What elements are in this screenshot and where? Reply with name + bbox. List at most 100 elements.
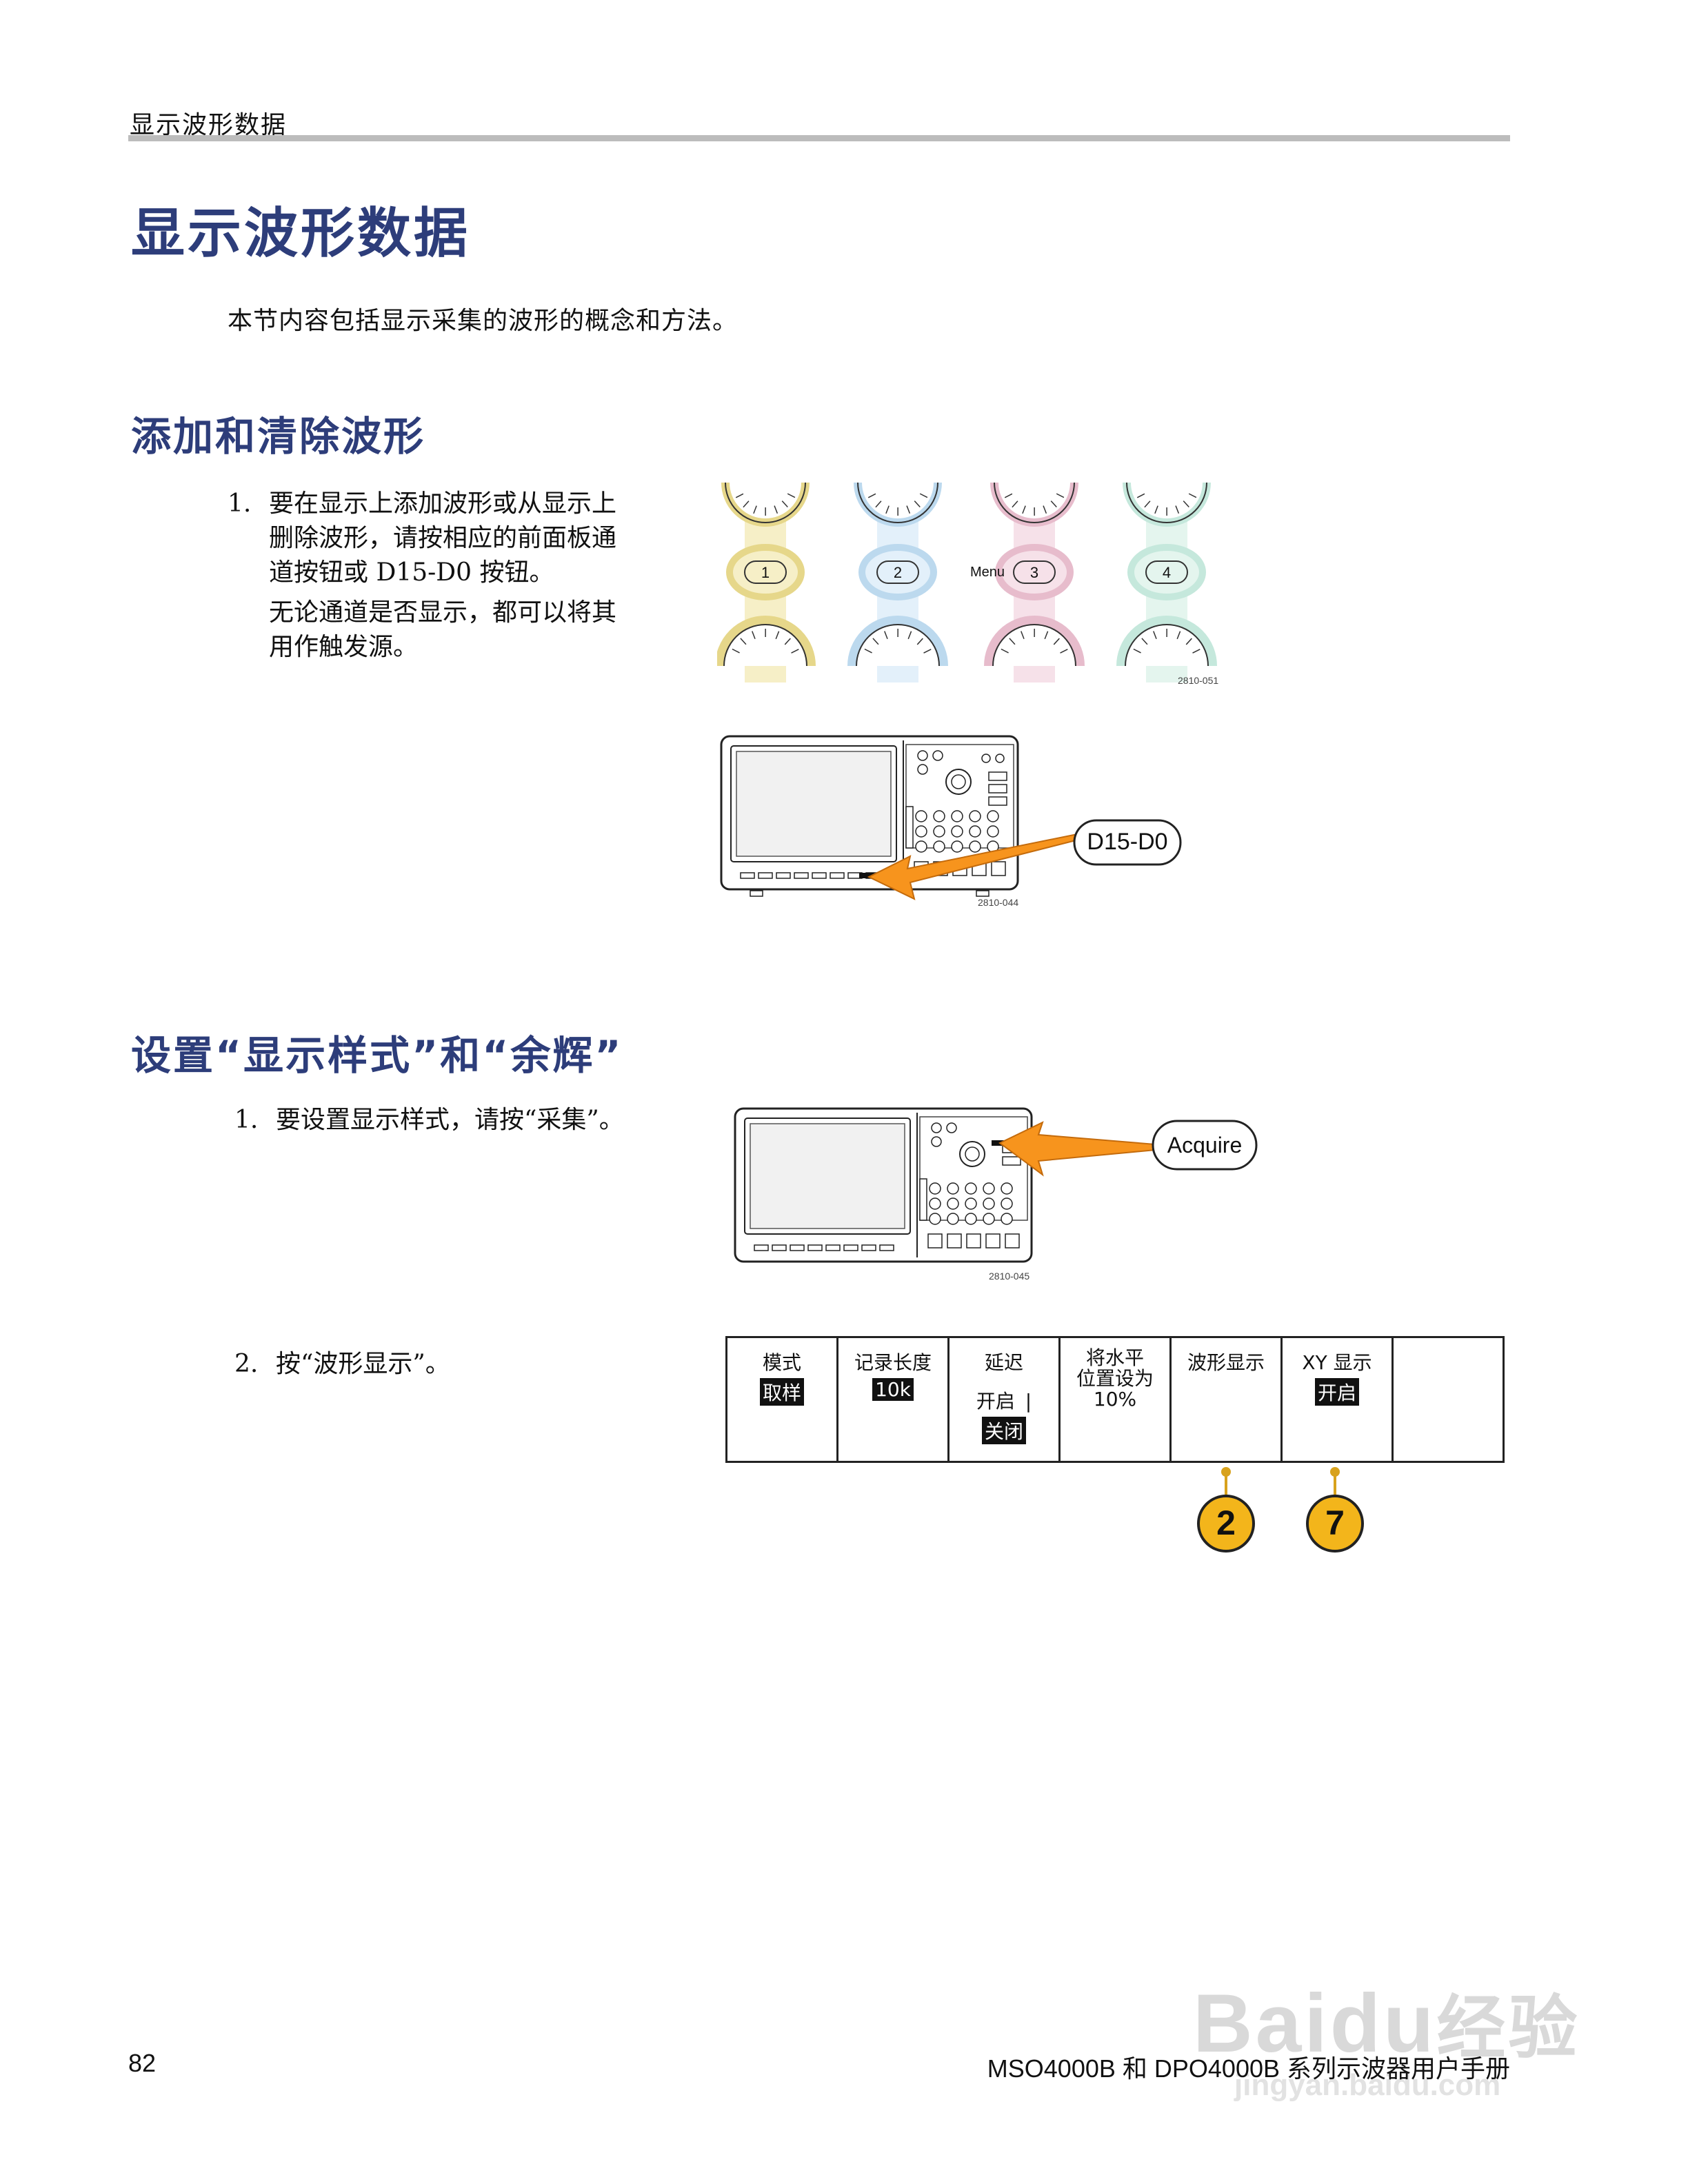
oscilloscope-outline — [720, 735, 1019, 891]
channel-3-strip: 3 — [984, 483, 1085, 682]
header-rule — [128, 135, 1510, 141]
knob — [933, 840, 945, 853]
menu-item-waveform-display[interactable]: 波形显示 — [1169, 1336, 1283, 1463]
figure-id: 2810-051 — [1178, 675, 1218, 686]
badge-pointer-stem — [1225, 1474, 1227, 1496]
knob — [969, 825, 981, 838]
oscilloscope-outline — [734, 1107, 1033, 1263]
menu-item-value: 开启 — [1314, 1378, 1359, 1406]
step-number: 1. — [234, 1106, 259, 1134]
bezel-button — [754, 1244, 769, 1251]
menu-item-horizontal-position[interactable]: 将水平 位置设为 10% — [1058, 1336, 1172, 1463]
page-number: 82 — [128, 2049, 157, 2077]
knob — [987, 810, 999, 822]
badge-pointer-dot — [1221, 1467, 1231, 1477]
step-text: 要设置显示样式，请按“采集”。 — [276, 1106, 624, 1134]
bezel-button — [794, 872, 809, 879]
channel-3-button[interactable] — [1013, 560, 1056, 584]
bezel-button — [861, 1244, 876, 1251]
badge-pointer-dot — [1330, 1467, 1340, 1477]
step-press-acquire: 1. 要设置显示样式，请按“采集”。 — [234, 1103, 717, 1138]
bezel-button — [776, 872, 791, 879]
channel-4-label: 4 — [1163, 564, 1171, 581]
menu-item-delay[interactable]: 延迟 开启 | 关闭 — [947, 1336, 1061, 1463]
probe-connector — [985, 1233, 1001, 1248]
bezel-button — [790, 1244, 805, 1251]
acquire-bezel-menu: 模式 取样 记录长度 10k 延迟 开启 | 关闭 将水平 位置设为 10% 波… — [725, 1336, 1505, 1463]
step-line: 道按钮或 D15-D0 按钮。 — [269, 558, 554, 587]
bottom-bezel-buttons — [754, 1244, 894, 1251]
knob — [965, 1197, 977, 1210]
menu-item-label: 波形显示 — [1187, 1351, 1265, 1374]
probe-connector — [1005, 1233, 1020, 1248]
menu-item-mode[interactable]: 模式 取样 — [725, 1336, 838, 1463]
channel-3-label: 3 — [1030, 564, 1038, 581]
menu-item-label: 将水平 — [1085, 1346, 1144, 1369]
step-note-line: 无论通道是否显示，都可以将其 — [269, 598, 617, 627]
watermark-logo: Baidu经验 — [1193, 1972, 1580, 2072]
watermark-url: jingyan.baidu.com — [1234, 2068, 1501, 2102]
delay-off-option: 关闭 — [981, 1417, 1026, 1444]
knob — [951, 840, 963, 853]
running-header: 显示波形数据 — [130, 111, 288, 139]
menu-item-label: 10% — [1093, 1388, 1137, 1410]
acquire-callout — [1152, 1120, 1258, 1171]
knob — [929, 1182, 941, 1195]
knob — [965, 1182, 977, 1195]
knob — [947, 1182, 959, 1195]
knob — [1001, 1213, 1013, 1225]
acquire-button[interactable] — [992, 1140, 1005, 1146]
menu-item-label: 模式 — [762, 1351, 801, 1374]
knob — [933, 825, 945, 838]
step-number: 2. — [234, 1350, 259, 1378]
menu-button-label: Menu — [970, 565, 1005, 580]
bezel-button — [843, 1244, 858, 1251]
step-note-line: 用作触发源。 — [269, 633, 419, 661]
channel-2-label: 2 — [894, 564, 902, 581]
channel-1-label: 1 — [761, 564, 770, 581]
menu-item-value: 10k — [872, 1378, 914, 1401]
menu-item-empty[interactable] — [1391, 1336, 1505, 1463]
knob — [933, 810, 945, 822]
knob — [915, 825, 927, 838]
bezel-button — [772, 1244, 787, 1251]
knob — [947, 1213, 959, 1225]
knob — [969, 810, 981, 822]
step-badge: 7 — [1306, 1495, 1364, 1553]
menu-item-label: 延迟 — [984, 1351, 1023, 1374]
d15-d0-button[interactable] — [859, 873, 874, 878]
channel-4-strip: 4 — [1116, 483, 1217, 682]
menu-item-xy-display[interactable]: XY 显示 开启 — [1280, 1336, 1394, 1463]
probe-connector — [966, 1233, 981, 1248]
channel-4-button[interactable] — [1145, 560, 1188, 584]
bezel-button — [758, 872, 773, 879]
menu-item-label: XY 显示 — [1302, 1351, 1372, 1374]
probe-connector — [927, 1233, 943, 1248]
bezel-button — [740, 872, 755, 879]
step-line: 删除波形，请按相应的前面板通 — [269, 524, 617, 552]
menu-item-value: 取样 — [759, 1378, 804, 1406]
figure-id: 2810-044 — [978, 897, 1018, 908]
channel-strips: 1 2 3 4 — [717, 483, 1217, 682]
knob — [1001, 1182, 1013, 1195]
menu-item-label: 记录长度 — [854, 1351, 932, 1374]
menu-item-record-length[interactable]: 记录长度 10k — [836, 1336, 950, 1463]
oscilloscope-acquire-figure: Acquire 2810-045 — [734, 1107, 1258, 1282]
menu-item-label: 位置设为 — [1076, 1367, 1154, 1390]
oscilloscope-front-panel-figure: D15-D0 2810-044 — [720, 735, 1182, 908]
bezel-button — [879, 1244, 894, 1251]
d15-d0-callout-label: D15-D0 — [1087, 829, 1167, 855]
knob — [1001, 1197, 1013, 1210]
knob — [951, 825, 963, 838]
intro-paragraph: 本节内容包括显示采集的波形的概念和方法。 — [228, 307, 738, 335]
channel-2-button[interactable] — [876, 560, 919, 584]
step-number: 1. — [228, 489, 252, 518]
section-heading-display-style: 设置“显示样式”和“余辉” — [131, 1032, 623, 1079]
d15-d0-callout — [1073, 819, 1182, 866]
acquire-callout-label: Acquire — [1167, 1133, 1243, 1157]
knob — [915, 840, 927, 853]
channel-1-button[interactable] — [744, 560, 787, 584]
knob — [969, 840, 981, 853]
step-add-remove: 1. 要在显示上添加波形或从显示上 删除波形，请按相应的前面板通 道按钮或 D1… — [228, 487, 696, 665]
step-text: 按“波形显示”。 — [276, 1350, 450, 1378]
